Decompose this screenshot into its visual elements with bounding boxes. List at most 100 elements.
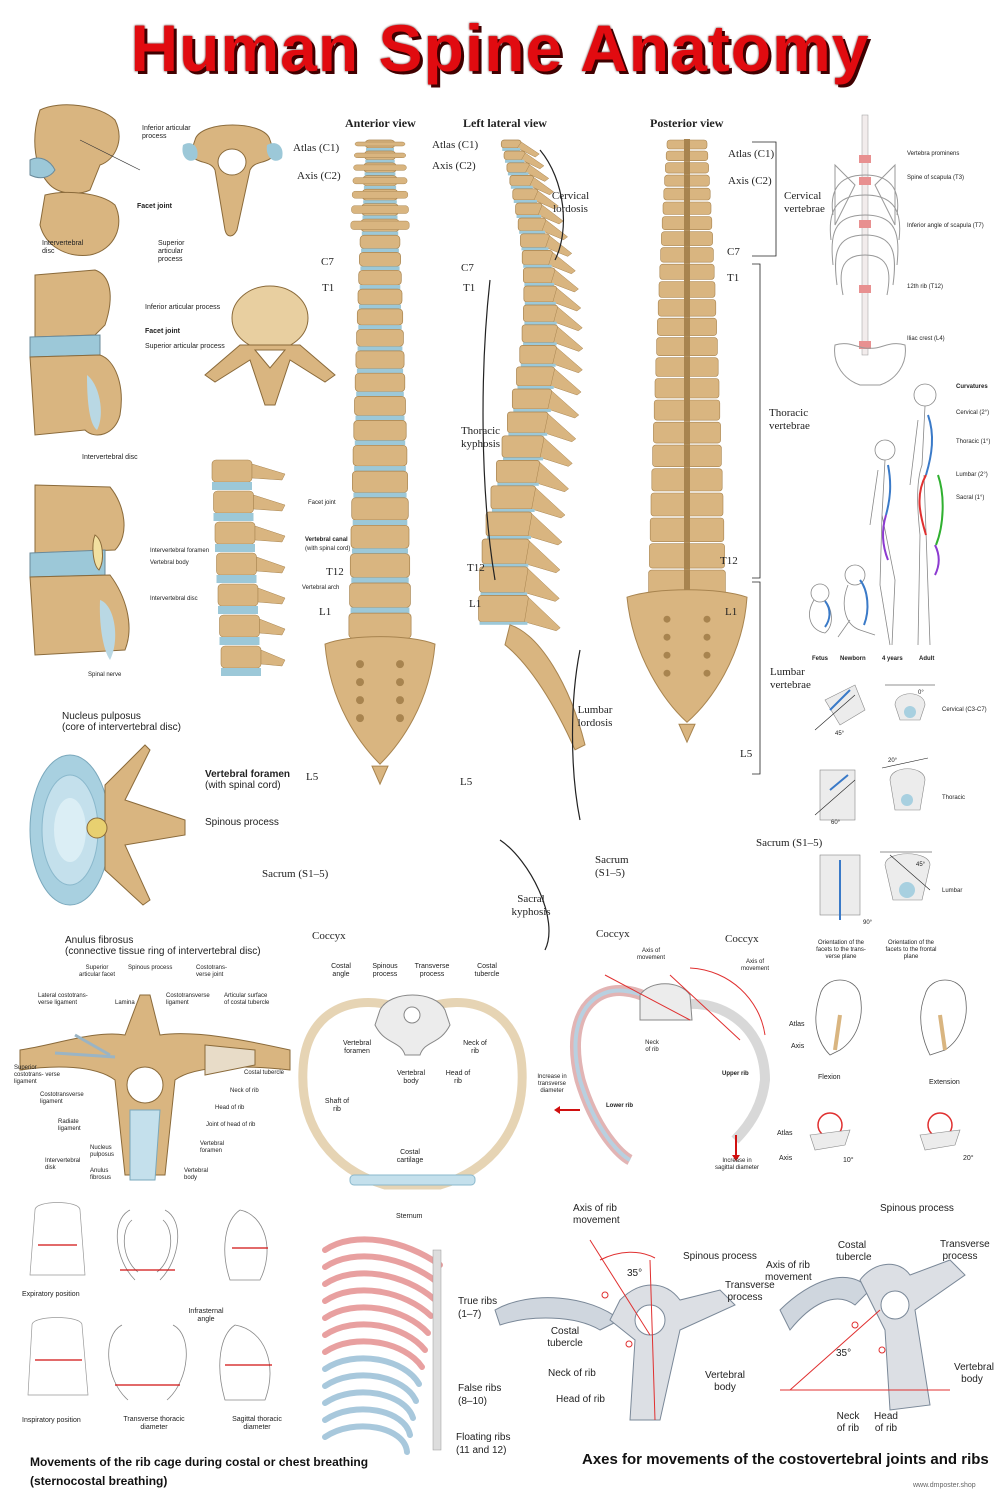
costo-label-spinous: Spinous process <box>128 965 173 971</box>
costo-label-lateral-ligament: Lateral costotrans- verse ligament <box>38 993 88 1006</box>
ribring-label-costal-tubercle: Costal tubercle <box>474 963 500 979</box>
facet-joint-top-illustration <box>29 104 141 256</box>
lateral-label-c7: C7 <box>461 262 474 274</box>
posterior-vertebra <box>652 444 722 468</box>
orientation-angle-3: 20° <box>888 758 898 764</box>
anterior-label-c7: C7 <box>321 256 334 268</box>
ribring-label-vertebral-body: Vertebral body <box>396 1070 426 1086</box>
lateral-label-atlas: Atlas (C1) <box>432 139 479 151</box>
ribring-label-spinous: Spinous process <box>372 963 398 979</box>
posterior-vertebra <box>661 230 713 247</box>
rib-cage-lateral-illustration <box>322 1236 443 1455</box>
skeleton-ribs <box>829 174 901 296</box>
costovertebral-ligaments-illustration <box>19 994 291 1181</box>
lateral-vertebra <box>521 324 584 352</box>
axes-label-axis-1: Axis of rib movement <box>573 1203 620 1226</box>
posterior-vertebra <box>663 187 711 201</box>
lateral-curve-lumbar: Lumbar lordosis <box>577 704 613 729</box>
facet-top-label-inferior: Inferior articular process <box>142 125 191 141</box>
head-label-axis: Axis <box>791 1043 805 1050</box>
anterior-vertebra <box>349 553 411 578</box>
anterior-label-axis: Axis (C2) <box>297 170 341 182</box>
ribmove-label-axis-2: Axis of movement <box>740 959 769 972</box>
breathing-sagittal: Sagittal thoracic diameter <box>232 1416 282 1432</box>
rib <box>322 1338 425 1370</box>
breathing-transverse: Transverse thoracic diameter <box>123 1416 185 1432</box>
posterior-vertebra <box>655 356 719 378</box>
facet-top-label-facet-joint: Facet joint <box>137 203 173 210</box>
orientation-thoracic: Thoracic <box>942 795 966 801</box>
costo-label-ct-ligament: Costotransverse ligament <box>166 993 210 1006</box>
posterior-vertebra <box>649 517 725 543</box>
axes-rib-movement-illustration <box>494 1239 966 1421</box>
axes-label-neck-1: Neck of rib <box>548 1368 596 1379</box>
curvatures-heading: Curvatures <box>956 384 988 390</box>
ribring-label-shaft: Shaft of rib <box>324 1098 350 1114</box>
anterior-vertebra <box>354 150 406 161</box>
head-angle-flexion: 10° <box>843 1157 854 1164</box>
axes-caption: Axes for movements of the costovertebral… <box>582 1451 989 1468</box>
lateral-vertebra <box>507 411 577 443</box>
anterior-vertebra <box>351 203 409 216</box>
rib <box>322 1406 413 1438</box>
landmark-iliac-crest: Iliac crest (L4) <box>907 336 945 342</box>
anterior-label-l5: L5 <box>306 771 319 783</box>
stage-fetus: Fetus <box>812 656 829 662</box>
orientation-angle-6: 90° <box>863 920 873 926</box>
facet-mid-label-inferior: Inferior articular process <box>145 304 221 311</box>
posterior-vertebra <box>664 174 710 188</box>
axes-label-axis-2: Axis of rib movement <box>765 1260 812 1283</box>
pelvis-illustration <box>834 343 906 386</box>
lateral-vertebra <box>500 139 540 158</box>
orientation-angle-2: 0° <box>918 690 924 696</box>
anterior-vertebra <box>359 252 401 267</box>
posterior-label-atlas: Atlas (C1) <box>728 148 775 160</box>
lateral-vertebra <box>519 345 583 374</box>
costo-label-neck-rib: Neck of rib <box>230 1088 259 1094</box>
lateral-vertebra <box>506 162 550 182</box>
costo-label-head-rib: Head of rib <box>215 1105 245 1111</box>
posterior-vertebra <box>653 421 721 445</box>
anterior-vertebra <box>351 188 409 201</box>
facet-low-label-nerve: Spinal nerve <box>88 672 122 678</box>
posterior-vertebra <box>662 201 712 216</box>
posterior-label-coccyx: Coccyx <box>725 933 759 945</box>
costo-label-radiate: Radiate ligament <box>58 1119 81 1132</box>
ribring-label-neck: Neck of rib <box>463 1040 487 1056</box>
vertebra-axial-illustration <box>204 285 336 406</box>
lateral-view-heading: Left lateral view <box>463 116 547 130</box>
breathing-inspiratory: Inspiratory position <box>22 1417 81 1424</box>
anterior-vertebra <box>353 420 407 441</box>
orientation-angle-4: 60° <box>831 820 841 826</box>
orientation-angle-5: 45° <box>916 862 926 868</box>
poster-title: Human Spine Anatomy <box>130 11 870 85</box>
anterior-vertebra <box>356 329 404 347</box>
posterior-label-t12: T12 <box>720 555 738 567</box>
costo-label-articular-surface: Articular surface of costal tubercle <box>224 993 270 1006</box>
posterior-vertebra <box>651 467 723 492</box>
axes-label-body-1: Vertebral body <box>705 1370 746 1393</box>
posterior-label-t1: T1 <box>727 272 740 284</box>
axes-label-spinous-1: Spinous process <box>683 1251 757 1262</box>
anterior-sacrum <box>324 636 436 786</box>
head-label-extension: Extension <box>929 1079 960 1086</box>
anterior-vertebra <box>348 612 412 639</box>
costo-label-vertebral-body: Vertebral body <box>184 1168 209 1181</box>
ribmove-label-upper: Upper rib <box>722 1071 749 1077</box>
rib <box>322 1321 428 1353</box>
ribring-label-vertebral-foramen: Vertebral foramen <box>342 1040 372 1056</box>
rib <box>322 1304 431 1336</box>
vertebra-top-view-illustration <box>182 124 283 237</box>
curvature-cervical: Cervical (2°) <box>956 410 990 416</box>
lateral-vertebra <box>516 366 582 396</box>
lateral-label-l1: L1 <box>469 598 482 610</box>
lateral-label-t1: T1 <box>463 282 476 294</box>
head-angle-extension: 20° <box>963 1155 974 1162</box>
disc-cross-section-illustration <box>29 744 186 906</box>
anterior-vertebra <box>359 234 401 249</box>
costo-label-intervertebral-disk: Intervertebral disk <box>45 1158 81 1171</box>
posterior-spine-illustration <box>626 139 748 744</box>
landmark-inferior-angle: Inferior angle of scapula (T7) <box>907 223 984 229</box>
rib <box>322 1389 416 1421</box>
ribmove-label-axis-1: Axis of movement <box>636 948 665 961</box>
